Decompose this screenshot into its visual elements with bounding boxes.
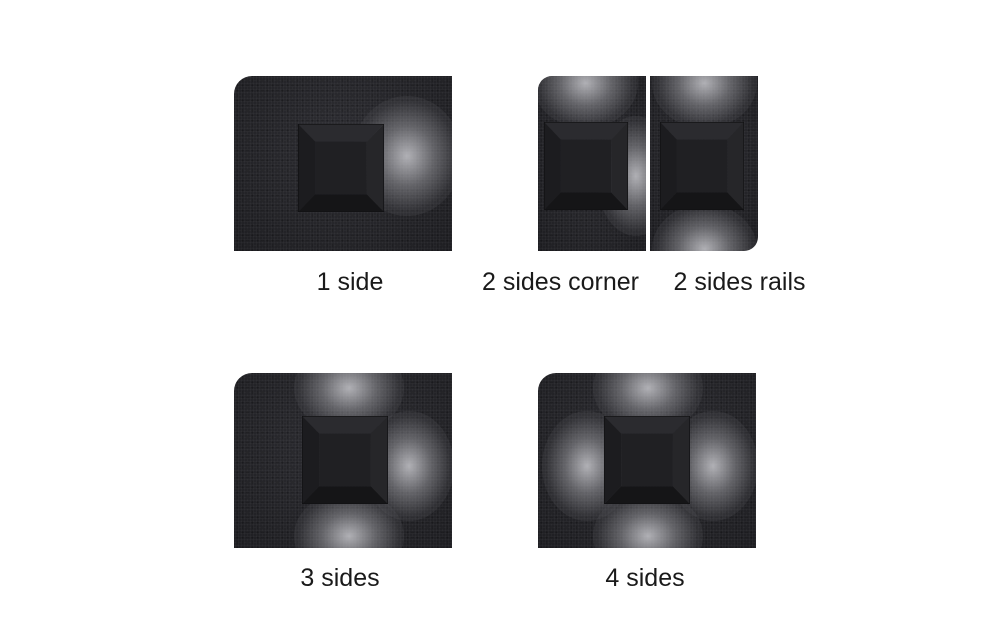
label-4-sides: 4 sides [605, 564, 685, 592]
panel-divider [646, 76, 650, 251]
light-glow-bottom [652, 204, 757, 251]
label-2-sides-rails: 2 sides rails [673, 268, 806, 296]
panel-3-sides [234, 373, 452, 548]
label-2-sides-corner: 2 sides corner [481, 268, 640, 296]
post-cap-icon [544, 122, 628, 210]
label-3-sides: 3 sides [300, 564, 380, 592]
panel-4-sides [538, 373, 756, 548]
label-1-side: 1 side [316, 268, 384, 296]
post-cap-icon [604, 416, 690, 504]
panel-1-side [234, 76, 452, 251]
post-cap-icon [298, 124, 384, 212]
panel-2-sides-corner [538, 76, 646, 251]
light-glow-top [652, 76, 757, 128]
post-cap-icon [660, 122, 744, 210]
post-cap-icon [302, 416, 388, 504]
panel-2-sides-rails [650, 76, 758, 251]
